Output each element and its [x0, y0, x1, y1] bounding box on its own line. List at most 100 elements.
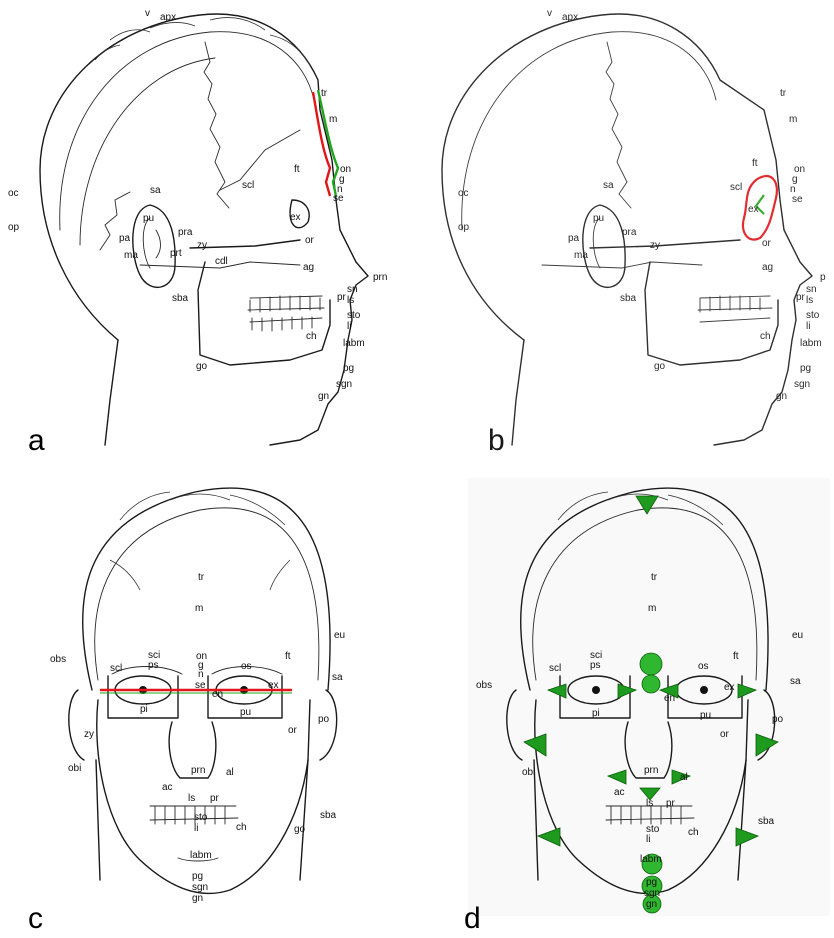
svg-text:eu: eu — [792, 630, 803, 641]
svg-text:en: en — [212, 689, 223, 700]
svg-text:pg: pg — [800, 363, 811, 374]
svg-text:li: li — [194, 823, 198, 834]
svg-text:prn: prn — [191, 765, 205, 776]
svg-text:ps: ps — [590, 660, 601, 671]
svg-text:gn: gn — [192, 893, 203, 904]
svg-text:oc: oc — [458, 188, 469, 199]
svg-text:pr: pr — [337, 292, 347, 303]
svg-text:sba: sba — [620, 293, 637, 304]
svg-text:tr: tr — [780, 88, 787, 99]
svg-text:ft: ft — [752, 158, 758, 169]
svg-text:sba: sba — [758, 816, 775, 827]
svg-text:ex: ex — [290, 212, 301, 223]
svg-text:ch: ch — [236, 822, 247, 833]
svg-text:labm: labm — [800, 338, 822, 349]
svg-text:oc: oc — [8, 188, 19, 199]
svg-text:sgn: sgn — [336, 379, 352, 390]
svg-text:tr: tr — [198, 572, 205, 583]
svg-text:ls: ls — [188, 793, 195, 804]
svg-text:ag: ag — [762, 262, 773, 273]
svg-text:ex: ex — [724, 682, 735, 693]
svg-text:sgn: sgn — [794, 379, 810, 390]
svg-text:m: m — [648, 603, 656, 614]
svg-text:se: se — [792, 194, 803, 205]
svg-text:ps: ps — [148, 660, 159, 671]
svg-text:go: go — [294, 824, 306, 835]
panel-a-label: a — [28, 424, 45, 457]
svg-text:al: al — [680, 772, 688, 783]
svg-text:go: go — [196, 361, 208, 372]
svg-text:sgn: sgn — [644, 888, 660, 899]
svg-text:cdl: cdl — [215, 256, 228, 267]
svg-text:zy: zy — [84, 729, 94, 740]
svg-text:ft: ft — [733, 651, 739, 662]
svg-text:os: os — [698, 661, 709, 672]
panel-b-label: b — [488, 424, 505, 457]
svg-text:gn: gn — [776, 391, 787, 402]
svg-text:gn: gn — [318, 391, 329, 402]
svg-text:op: op — [458, 222, 470, 233]
svg-text:sa: sa — [790, 676, 801, 687]
svg-text:ma: ma — [574, 250, 588, 261]
svg-text:or: or — [762, 238, 772, 249]
svg-text:sto: sto — [806, 310, 820, 321]
svg-text:scl: scl — [549, 663, 561, 674]
svg-text:li: li — [646, 834, 650, 845]
svg-text:pi: pi — [592, 708, 600, 719]
svg-text:en: en — [664, 693, 675, 704]
svg-text:sba: sba — [172, 293, 189, 304]
svg-text:pa: pa — [119, 233, 131, 244]
svg-text:os: os — [241, 661, 252, 672]
svg-text:ch: ch — [760, 331, 771, 342]
svg-text:ls: ls — [646, 798, 653, 809]
svg-text:pg: pg — [192, 871, 203, 882]
svg-text:pi: pi — [140, 704, 148, 715]
svg-text:pu: pu — [700, 710, 711, 721]
svg-text:pu: pu — [143, 213, 154, 224]
svg-text:prn: prn — [644, 765, 658, 776]
svg-text:sn: sn — [347, 284, 358, 295]
svg-text:sto: sto — [194, 812, 208, 823]
svg-text:sgn: sgn — [192, 882, 208, 893]
svg-text:pu: pu — [240, 707, 251, 718]
svg-text:m: m — [329, 114, 337, 125]
svg-text:ex: ex — [268, 680, 279, 691]
svg-text:pr: pr — [210, 793, 220, 804]
svg-text:ac: ac — [162, 782, 173, 793]
svg-text:or: or — [288, 725, 298, 736]
svg-text:prt: prt — [170, 248, 182, 259]
svg-text:gn: gn — [646, 899, 657, 910]
svg-text:obs: obs — [476, 680, 492, 691]
svg-text:pg: pg — [646, 877, 657, 888]
svg-text:po: po — [772, 714, 784, 725]
svg-text:v: v — [145, 8, 150, 19]
svg-text:li: li — [806, 321, 810, 332]
svg-text:ch: ch — [688, 827, 699, 838]
svg-text:obi: obi — [68, 763, 81, 774]
svg-text:tr: tr — [651, 572, 658, 583]
svg-text:p: p — [820, 272, 826, 283]
svg-text:scl: scl — [730, 182, 742, 193]
svg-text:n: n — [198, 669, 204, 680]
panel-c-label: c — [28, 902, 43, 935]
svg-text:obi: obi — [522, 767, 535, 778]
svg-text:zy: zy — [650, 240, 660, 251]
svg-text:pa: pa — [568, 233, 580, 244]
svg-text:ac: ac — [614, 787, 625, 798]
svg-text:m: m — [195, 603, 203, 614]
svg-text:pr: pr — [796, 292, 806, 303]
svg-text:zy: zy — [197, 240, 207, 251]
svg-text:pu: pu — [593, 213, 604, 224]
svg-text:sto: sto — [347, 310, 361, 321]
svg-text:go: go — [654, 361, 666, 372]
svg-text:op: op — [8, 222, 20, 233]
svg-text:ch: ch — [306, 331, 317, 342]
svg-text:li: li — [347, 321, 351, 332]
svg-text:ma: ma — [124, 250, 138, 261]
svg-text:or: or — [305, 235, 315, 246]
svg-text:sa: sa — [332, 672, 343, 683]
